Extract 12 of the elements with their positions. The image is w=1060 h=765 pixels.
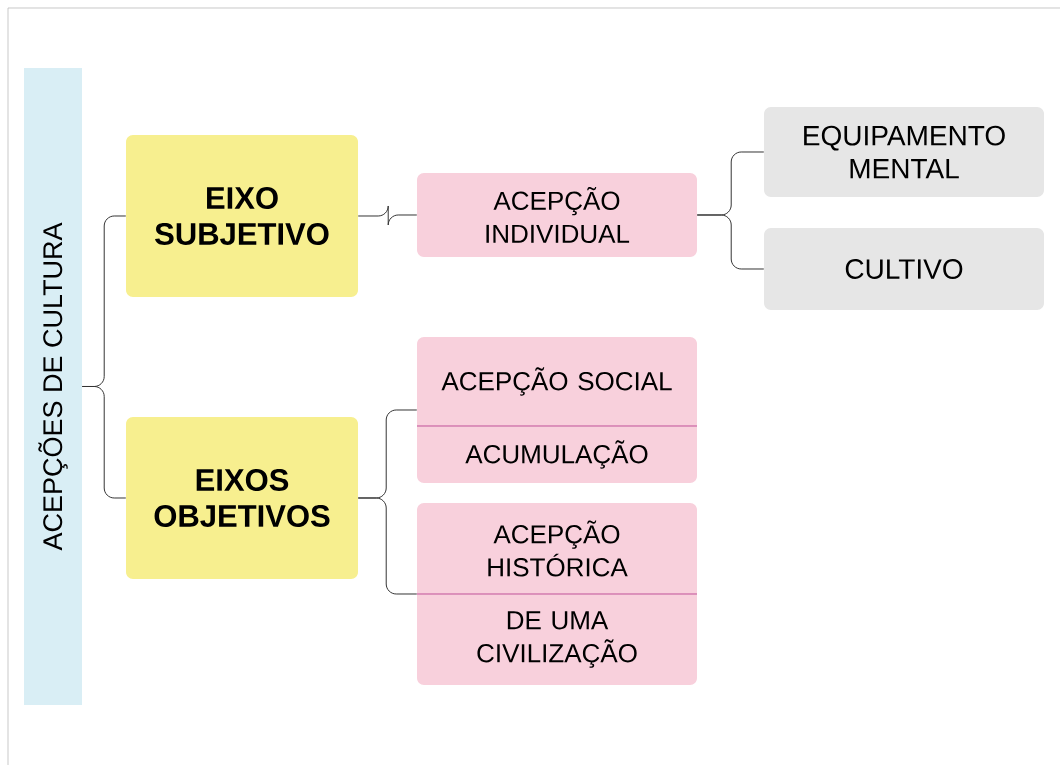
split-box: ACEPÇÃO HISTÓRICA DE UMA CIVILIZAÇÃO <box>416 503 698 685</box>
split-box: ACEPÇÃO SOCIAL ACUMULAÇÃO <box>416 337 698 483</box>
vertical-band: ACEPÇÕES DE CULTURA <box>24 68 82 705</box>
concept-box: EQUIPAMENTO MENTAL <box>764 107 1044 197</box>
concept-box: CULTIVO <box>764 228 1044 310</box>
connector-line <box>81 386 127 499</box>
connector-line <box>357 205 418 226</box>
connector-line <box>357 497 418 595</box>
axis-box: EIXO SUBJETIVO <box>126 135 358 297</box>
connector-line <box>696 214 765 270</box>
axis-box: EIXOS OBJETIVOS <box>126 417 358 579</box>
meaning-box: ACEPÇÃO INDIVIDUAL <box>417 173 697 257</box>
